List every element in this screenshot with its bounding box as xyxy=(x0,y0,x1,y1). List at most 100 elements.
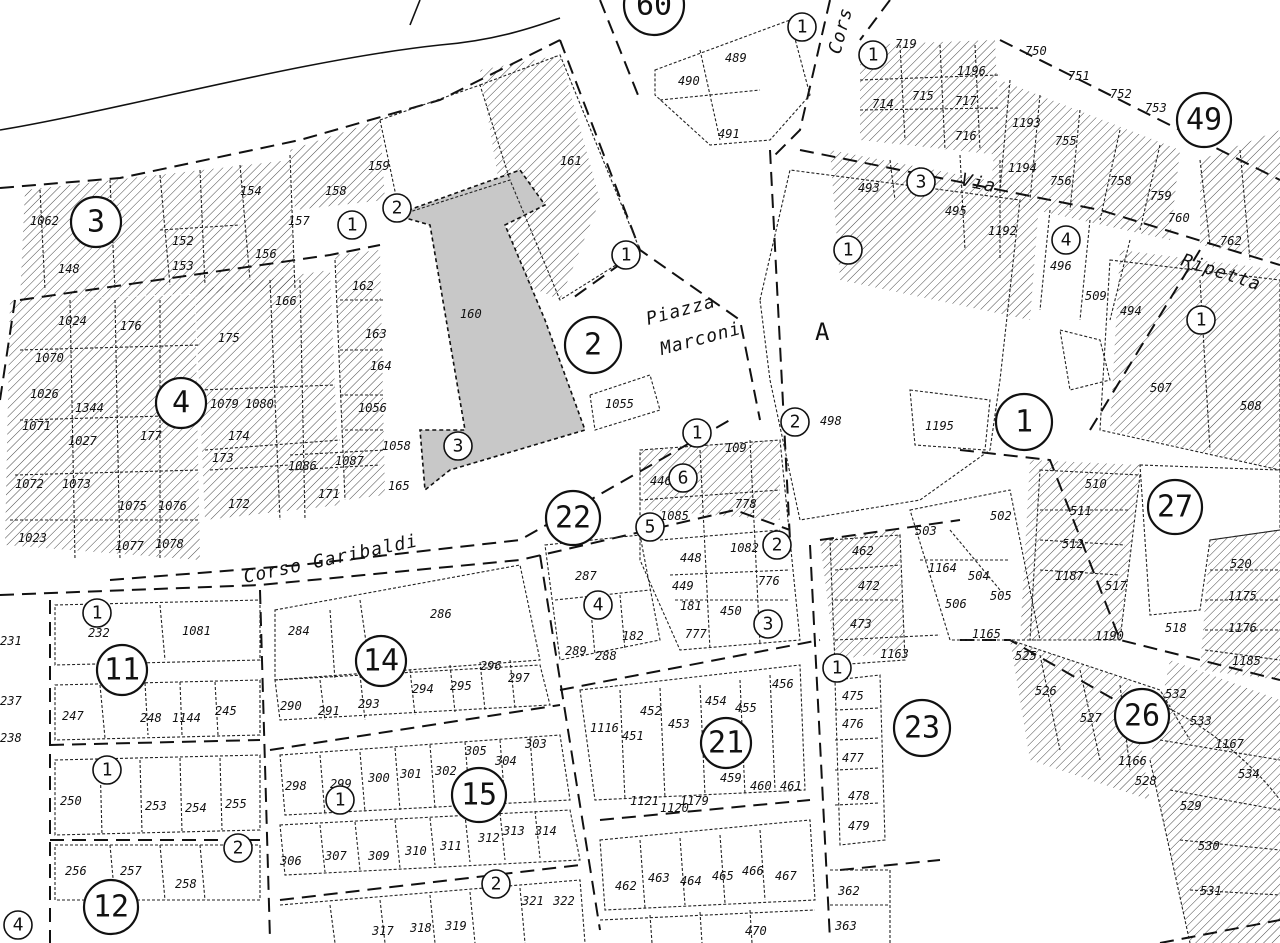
unit-marker[interactable]: 1 xyxy=(822,653,852,683)
svg-text:1: 1 xyxy=(832,658,843,679)
parcel-label: 495 xyxy=(945,204,967,218)
parcel-label: 755 xyxy=(1055,134,1077,148)
unit-marker[interactable]: 1 xyxy=(787,12,817,42)
block-marker[interactable]: 4 xyxy=(154,376,208,430)
svg-text:2: 2 xyxy=(772,535,783,556)
parcel-label: 1192 xyxy=(988,224,1017,238)
parcel-label: 502 xyxy=(990,509,1012,523)
parcel-label: 504 xyxy=(968,569,990,583)
parcel-label: 714 xyxy=(872,97,894,111)
unit-marker[interactable]: 1 xyxy=(337,210,367,240)
unit-marker[interactable]: 5 xyxy=(635,512,665,542)
unit-marker[interactable]: 3 xyxy=(443,431,473,461)
unit-marker[interactable]: 2 xyxy=(223,833,253,863)
parcel-label: 479 xyxy=(848,819,870,833)
parcel-label: 1073 xyxy=(62,477,91,491)
river-edges xyxy=(0,0,561,189)
parcel-label: 455 xyxy=(735,701,757,715)
unit-marker[interactable]: 1 xyxy=(92,755,122,785)
unit-marker[interactable]: 1 xyxy=(611,240,641,270)
parcel-label: 1144 xyxy=(172,711,201,725)
parcel-label: 527 xyxy=(1080,711,1102,725)
block-marker[interactable]: 49 xyxy=(1175,91,1233,149)
parcel-label: 1176 xyxy=(1228,621,1257,635)
unit-marker[interactable]: 1 xyxy=(82,598,112,628)
parcel-label: 256 xyxy=(65,864,87,878)
block-marker[interactable]: 60 xyxy=(622,0,686,37)
street-corso-garibaldi: Corso Garibaldi xyxy=(242,530,420,587)
block-marker[interactable]: 1 xyxy=(994,392,1054,452)
parcel-label: 759 xyxy=(1150,189,1172,203)
block-marker[interactable]: 23 xyxy=(892,698,952,758)
svg-text:22: 22 xyxy=(555,501,591,536)
unit-marker[interactable]: 6 xyxy=(668,463,698,493)
unit-marker[interactable]: 1 xyxy=(325,785,355,815)
block-marker[interactable]: 2 xyxy=(563,315,623,375)
block-marker[interactable]: 12 xyxy=(82,878,140,936)
unit-marker[interactable]: 2 xyxy=(481,869,511,899)
parcel-label: 531 xyxy=(1200,884,1222,898)
svg-text:4: 4 xyxy=(1061,230,1072,251)
parcel-label: 177 xyxy=(140,429,162,443)
unit-marker[interactable]: 3 xyxy=(753,609,783,639)
svg-text:1: 1 xyxy=(843,240,854,261)
unit-marker[interactable]: 4 xyxy=(583,590,613,620)
block-marker[interactable]: 26 xyxy=(1113,687,1171,745)
svg-text:1: 1 xyxy=(1196,310,1207,331)
parcel-label: 476 xyxy=(842,717,864,731)
parcel-label: 506 xyxy=(945,597,967,611)
parcel-label: 166 xyxy=(275,294,297,308)
unit-marker[interactable]: 1 xyxy=(833,235,863,265)
parcel-label: 314 xyxy=(534,824,557,838)
svg-text:12: 12 xyxy=(93,890,129,925)
parcel-label: 530 xyxy=(1198,839,1220,853)
block-marker[interactable]: 15 xyxy=(450,766,508,824)
parcel-label: 288 xyxy=(595,649,617,663)
svg-text:2: 2 xyxy=(584,328,602,363)
unit-marker[interactable]: 2 xyxy=(780,407,810,437)
parcel-label: 1085 xyxy=(660,509,689,523)
parcel-label: 525 xyxy=(1015,649,1037,663)
block-marker[interactable]: 27 xyxy=(1146,478,1204,536)
unit-marker[interactable]: 2 xyxy=(382,193,412,223)
parcel-label: 1344 xyxy=(75,401,104,415)
parcel-label: 454 xyxy=(705,694,727,708)
parcel-label: 508 xyxy=(1240,399,1262,413)
parcel-label: 296 xyxy=(480,659,502,673)
unit-marker[interactable]: 1 xyxy=(858,40,888,70)
unit-marker[interactable]: 1 xyxy=(1186,305,1216,335)
block-marker[interactable]: 3 xyxy=(69,195,123,249)
unit-marker[interactable]: 4 xyxy=(3,910,33,940)
parcel-label: 758 xyxy=(1110,174,1132,188)
parcel-label: 456 xyxy=(772,677,794,691)
highlighted-parcel[interactable]: 160 xyxy=(392,169,587,492)
parcel-label: 1026 xyxy=(30,387,59,401)
unit-marker[interactable]: 2 xyxy=(762,530,792,560)
parcel-label: 1070 xyxy=(35,351,64,365)
parcel-label: 165 xyxy=(388,479,410,493)
parcel-label: 533 xyxy=(1190,714,1212,728)
block-marker[interactable]: 22 xyxy=(544,489,602,547)
parcel-label: 245 xyxy=(215,704,237,718)
parcel-label: 305 xyxy=(464,744,487,758)
area-label: A xyxy=(815,318,830,346)
parcel-label: 1076 xyxy=(158,499,187,513)
parcel-label: 1121 xyxy=(630,794,659,808)
parcel-label: 319 xyxy=(444,919,467,933)
parcel-label: 507 xyxy=(1150,381,1172,395)
parcel-label: 158 xyxy=(325,184,347,198)
unit-marker[interactable]: 1 xyxy=(682,418,712,448)
svg-text:3: 3 xyxy=(916,172,927,193)
block-marker[interactable]: 11 xyxy=(95,643,149,697)
block-marker[interactable]: 14 xyxy=(354,634,408,688)
parcel-label: 719 xyxy=(895,37,917,51)
parcel-label: 1058 xyxy=(382,439,411,453)
parcel-label: 1194 xyxy=(1008,161,1037,175)
unit-marker[interactable]: 3 xyxy=(906,167,936,197)
unit-marker[interactable]: 4 xyxy=(1051,225,1081,255)
parcel-label: 161 xyxy=(560,154,582,168)
svg-text:3: 3 xyxy=(763,614,774,635)
parcel-label: 303 xyxy=(524,737,547,751)
block-marker[interactable]: 21 xyxy=(699,716,753,770)
